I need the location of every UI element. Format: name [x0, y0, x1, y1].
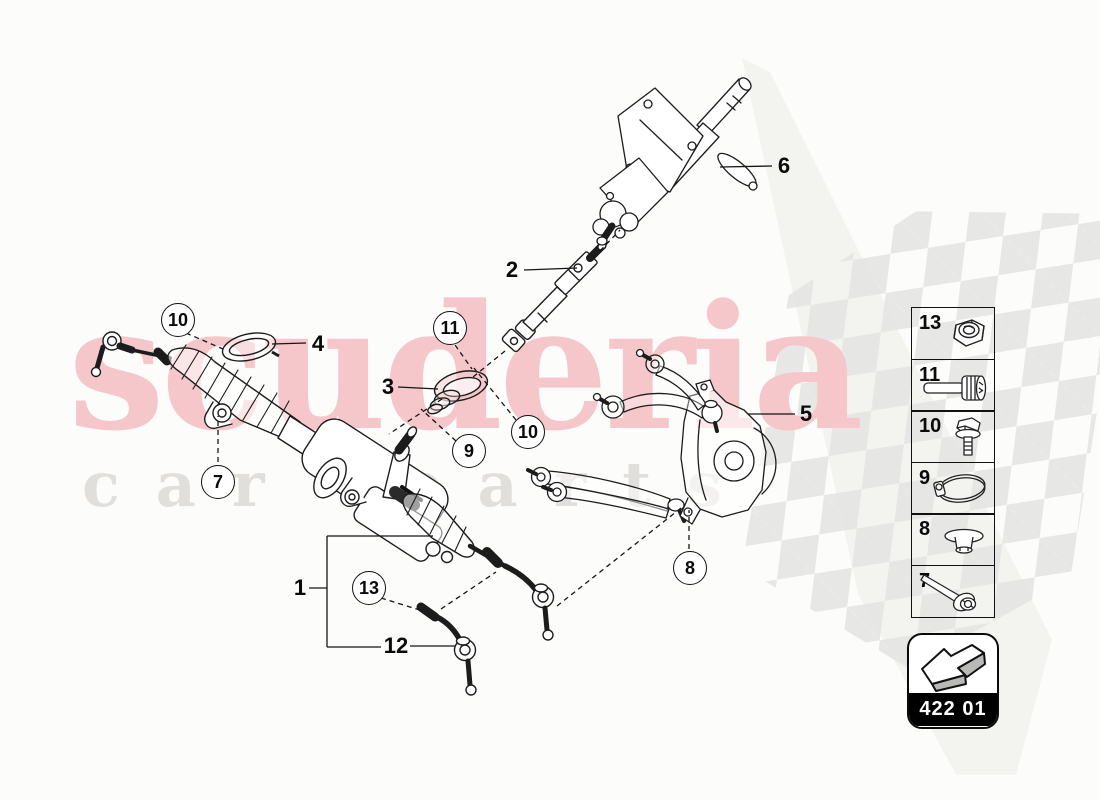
- part-label-6[interactable]: 6: [777, 153, 791, 178]
- part-callout-10b[interactable]: 10: [511, 415, 545, 449]
- part-label-1[interactable]: 1: [293, 575, 307, 600]
- part-callout-7[interactable]: 7: [201, 465, 235, 499]
- part-callout-10a[interactable]: 10: [161, 303, 195, 337]
- fasteners-legend: 13 11: [911, 307, 995, 618]
- section-code-badge: 422 01: [909, 693, 997, 726]
- part-label-4[interactable]: 4: [311, 331, 325, 356]
- legend-number: 13: [919, 312, 942, 334]
- legend-item-8[interactable]: 8: [911, 513, 995, 566]
- socket-head-bolt-icon: [923, 374, 987, 401]
- part-callout-9[interactable]: 9: [452, 434, 486, 468]
- steering-column-drawing: [592, 77, 758, 246]
- part-label-3[interactable]: 3: [381, 374, 395, 399]
- part-label-5[interactable]: 5: [799, 401, 813, 426]
- diagram-back-arrow-icon: [920, 644, 986, 692]
- part-callout-13[interactable]: 13: [352, 571, 386, 605]
- legend-number: 8: [919, 518, 931, 540]
- legend-number: 11: [919, 363, 941, 386]
- legend-item-11[interactable]: 11: [911, 358, 995, 412]
- gasket-drawing: [221, 332, 280, 362]
- part-label-2[interactable]: 2: [505, 257, 519, 282]
- flange-lock-nut-icon: [944, 528, 984, 554]
- legend-item-9[interactable]: 9: [911, 461, 995, 515]
- part-label-12[interactable]: 12: [383, 633, 409, 658]
- part-callout-11[interactable]: 11: [433, 311, 467, 345]
- flange-bolt-long-icon: [920, 573, 977, 611]
- leader-lines: [185, 165, 795, 648]
- suspension-knuckle-drawing: [526, 348, 777, 525]
- hex-flange-bolt-icon: [955, 417, 981, 456]
- section-icon-area: [909, 635, 997, 693]
- intermediate-shaft-drawing: [501, 241, 607, 353]
- boot-drawing: [427, 370, 489, 415]
- legend-item-13[interactable]: 13: [911, 307, 995, 360]
- hex-nut-icon: [953, 319, 985, 347]
- steering-rack-drawing: [90, 331, 555, 641]
- legend-number: 9: [919, 466, 931, 489]
- part-callout-8[interactable]: 8: [673, 551, 707, 585]
- legend-item-10[interactable]: 10: [911, 410, 995, 463]
- legend-number: 10: [919, 415, 942, 437]
- hose-clamp-icon: [933, 473, 986, 503]
- section-code-box[interactable]: 422 01: [907, 633, 999, 729]
- legend-item-7[interactable]: 7: [911, 564, 995, 618]
- tie-rod-drawing: [416, 602, 477, 696]
